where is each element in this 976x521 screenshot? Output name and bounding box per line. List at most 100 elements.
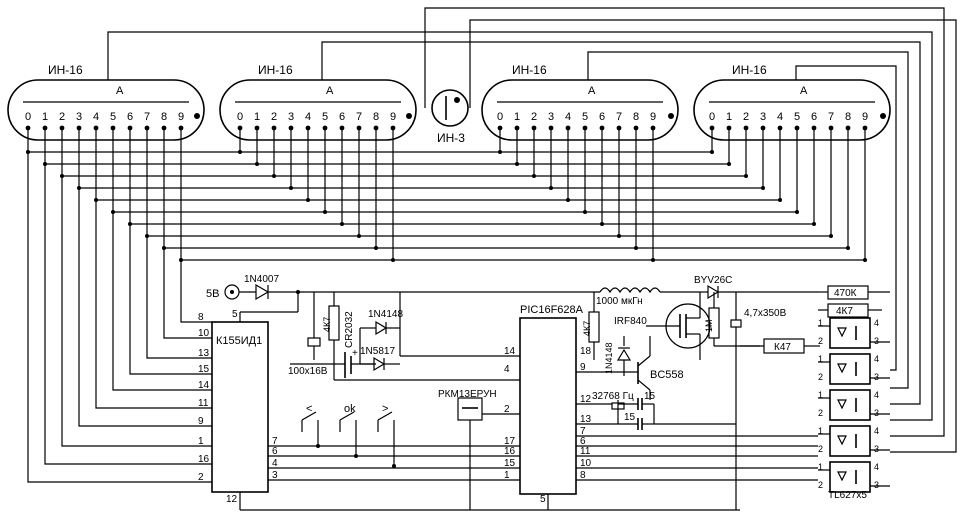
opto-pin-3: 3 [874,336,879,346]
crystal-label: 32768 Гц [592,391,634,402]
tube-2-digit-4: 4 [305,111,311,123]
resistor-4k7-a: 4К7 [322,292,340,380]
battery-label: CR2032 [344,311,355,348]
diode-1n5817-label: 1N5817 [360,346,395,357]
tube-3-digit-9: 9 [650,111,656,123]
inductor-label: 1000 мкГн [596,296,643,307]
button-0[interactable] [301,411,319,432]
decoder-pin-15: 15 [198,364,210,375]
mosfet: IRF840 [614,292,711,360]
opto-led-icon [837,399,847,410]
decoder-pin-3: 3 [272,470,278,481]
decoder-ic: К155ИД1 5 12 [211,309,269,510]
capacitor-15-b-label: 15 [624,412,636,423]
resistor-1m: 1М [704,292,760,347]
tube-1-digit-2: 2 [59,111,65,123]
transistor-bc558: BC558 [576,336,684,400]
decoder-wire [112,212,212,391]
tube-4-digit-6: 6 [811,111,817,123]
tube-4-digit-4: 4 [777,111,783,123]
opto-led-icon [837,327,847,338]
decoder-pin-9: 9 [198,416,204,427]
decoder-pin-6: 6 [272,446,278,457]
mcu-pin-14: 14 [504,346,516,357]
tube-2-digit-5: 5 [322,111,328,123]
mcu-pin-8: 8 [580,470,586,481]
inductor: 1000 мкГн [596,287,700,307]
tube-4-label: ИН-16 [732,63,767,77]
tube-4-digit-9: 9 [862,111,868,123]
resistor-k47-label: К47 [774,342,791,353]
capacitor-15-b: 15 [618,404,736,430]
decoder-wire [180,260,212,323]
button-junction [316,444,320,448]
button-2[interactable] [377,411,395,432]
mcu-pin-10: 10 [580,458,592,469]
opto-pin-1: 1 [818,426,823,436]
tube-4-digit-0: 0 [709,111,715,123]
tube-3: ИН-16 А [481,63,679,141]
tube-2-digit-7: 7 [356,111,362,123]
diode-1n4148-a: 1N4148 [359,292,403,364]
decoder-pin-11: 11 [198,398,209,409]
buzzer: РКМ13ЕРУН [438,389,520,510]
tube-4-anode: А [800,85,808,97]
capacitor-hv: 4,7x350В [730,292,787,510]
decoder-label: К155ИД1 [216,335,262,347]
opto-pin-3: 3 [874,444,879,454]
opto-pin-3: 3 [874,372,879,382]
resistor-k47: К47 [740,338,820,354]
tube-1-digit-6: 6 [127,111,133,123]
opto-2 [829,353,871,385]
battery: CR2032 + [290,311,376,378]
mcu-label: PIC16F628A [520,304,584,316]
tube-4-digit-8: 8 [845,111,851,123]
tube-2-anode: А [326,85,334,97]
tube-3-digit-2: 2 [531,111,537,123]
tube-2-digit-1: 1 [254,111,260,123]
tube-1-digit-5: 5 [110,111,116,123]
opto-4 [829,425,871,457]
mcu-pin-13: 13 [580,414,592,425]
neon-indicator: ИН-3 [431,89,469,145]
opto-3 [829,389,871,421]
mcu-pin-6: 6 [580,436,586,447]
tube-1-digit-0: 0 [25,111,31,123]
diode-1n4007-label: 1N4007 [244,274,279,285]
tube-3-label: ИН-16 [512,63,547,77]
resistor-4k7-c-label: 4К7 [836,306,853,317]
opto-pin-4: 4 [874,318,879,328]
mcu-pin-1: 1 [504,470,510,481]
decoder-wire [146,236,212,359]
button-junction [354,454,358,458]
button-1[interactable] [339,411,357,432]
mcu-pin-17: 17 [504,436,516,447]
capacitor-15-a-label: 15 [644,391,656,402]
tube-3-anode: А [588,85,596,97]
transistor-label: BC558 [650,369,684,381]
opto-pin-1: 1 [818,390,823,400]
decoder-pin-16: 16 [198,454,210,465]
decoder-pin-2: 2 [198,472,204,483]
tube-1: ИН-16 А [7,63,205,141]
mcu-pin-9: 9 [580,362,586,373]
mosfet-label: IRF840 [614,316,647,327]
decoder-wire [129,224,212,375]
resistor-470k: 470К [818,285,890,300]
diode-1n4148-b: 1N4148 [604,336,632,376]
neon-label: ИН-3 [437,131,465,145]
mcu-pin-bottom: 5 [540,494,546,505]
opto-pin-2: 2 [818,408,823,418]
opto-led-icon [837,471,847,482]
decoder-pin-8: 8 [198,312,204,323]
tube-3-digit-1: 1 [514,111,520,123]
decoder-wire [44,164,212,465]
resistor-4k7-b-label: 4К7 [582,321,592,336]
battery-plus: + [352,348,358,359]
tube-4-digit-7: 7 [828,111,834,123]
decoder-pin-1: 1 [198,436,204,447]
opto-pin-1: 1 [818,318,823,328]
